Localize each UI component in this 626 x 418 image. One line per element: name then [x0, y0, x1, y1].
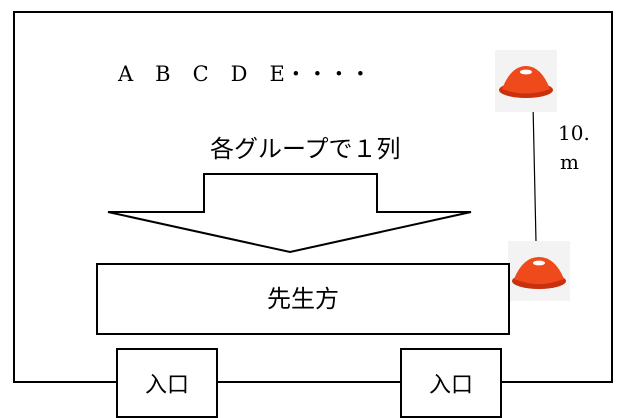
teachers-label: 先生方: [267, 285, 339, 313]
line-order-label: A B C D E・・・・: [118, 62, 372, 86]
entrance-right: 入口: [400, 348, 502, 418]
marker-cone-top-icon: [495, 50, 557, 112]
teachers-box: 先生方: [96, 263, 510, 335]
distance-line: [532, 103, 537, 243]
marker-cone-bottom-icon: [508, 241, 570, 301]
distance-unit: m: [560, 150, 579, 174]
entrance-right-label: 入口: [428, 373, 473, 398]
distance-number: 10.: [558, 121, 590, 145]
down-arrow: [107, 173, 472, 254]
entrance-left-label: 入口: [144, 373, 189, 398]
entrance-left: 入口: [116, 348, 218, 418]
group-instruction-label: 各グループで１列: [210, 135, 401, 163]
